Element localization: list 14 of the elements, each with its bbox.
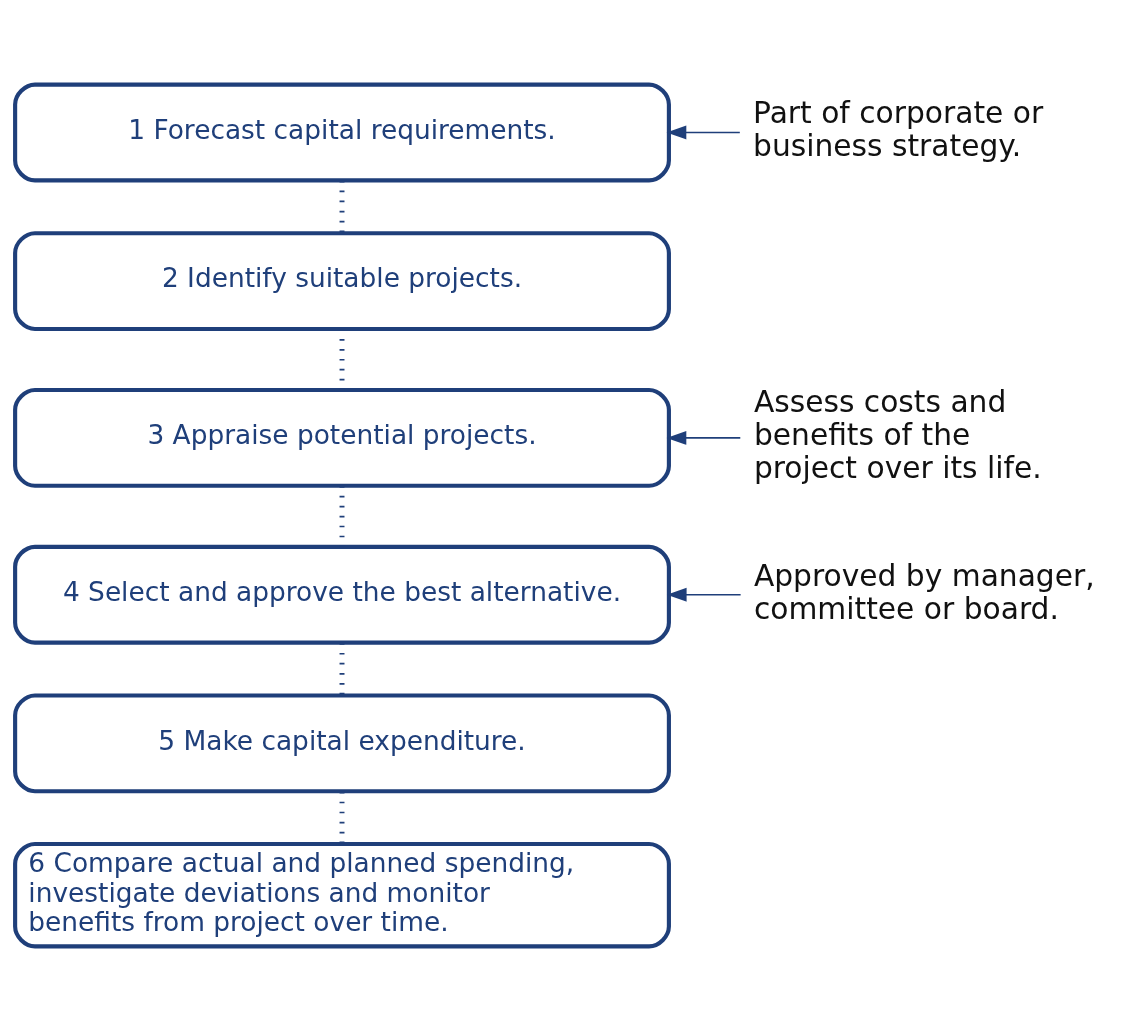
arrow (666, 125, 741, 139)
node-text: Approved by manager, committee or board. (753, 557, 1095, 626)
node-box: 3 Appraise potential projects. (13, 387, 671, 488)
node-box: 4 Select and approve the best alternative. (13, 544, 671, 645)
node-text: Part of corporate or business strategy. (753, 94, 1044, 163)
node-box: 5 Make capital expenditure. (13, 692, 671, 793)
node-box: 2 Identify suitable projects. (13, 230, 671, 331)
arrow (666, 430, 742, 445)
connector (339, 180, 345, 233)
node-box: 1 Forecast capital requirements. (13, 82, 671, 182)
connector (339, 791, 345, 844)
connector (339, 642, 345, 695)
node-text: Assess costs and benefits of the project over its life. (753, 383, 1042, 485)
node-box: 6 Compare actual and planned spending, investigate deviations and monitor benefits from project over time. (13, 841, 671, 948)
